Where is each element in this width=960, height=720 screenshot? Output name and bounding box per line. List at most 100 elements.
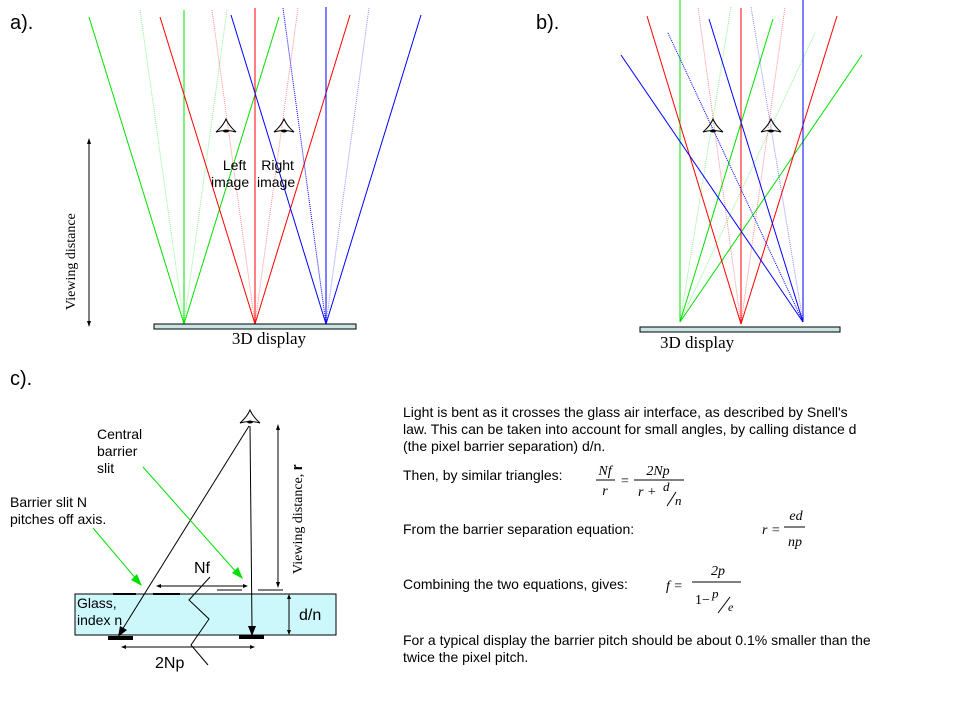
equation-similar-triangles: Nf r = 2Np r + d n [596,464,684,508]
equation-barrier-separation: r = ed np [762,509,805,550]
panel-a-ray-g [88,16,185,325]
panel-b-ray-b [750,6,804,323]
panel-a-ray-g [183,9,228,325]
panel-b-rays [620,0,863,325]
glass-label-line2: index n [77,612,123,628]
left-eye-icon [215,117,237,133]
eq1-lhs-numerator: Nf [597,464,613,479]
central-slit-pointer [142,466,238,574]
panel-b-ray-b [708,18,804,323]
panel-a-ray-r [159,16,256,325]
two-np-label: 2Np [155,655,185,672]
arrowhead-down-icon [87,321,91,327]
panel-b-ray-r [646,15,742,325]
similar-triangles-text: Then, by similar triangles: [403,467,563,483]
arrowhead-left-icon [121,645,126,649]
off-axis-slit-label-line1: Barrier slit N [10,494,88,510]
right-image-label-line1: Right [261,157,294,173]
central-slit-label-line3: slit [97,460,115,476]
barrier-separation-text: From the barrier separation equation: [403,521,635,537]
panel-a-ray-b [325,14,422,325]
panel-b-right-eye-icon [760,117,782,133]
panel-b-ray-b [620,54,804,323]
left-image-label-line2: image [211,174,250,190]
eq3-den-b: p [711,586,719,601]
combining-text: Combining the two equations, gives: [403,576,628,592]
central-slit-label-line1: Central [97,426,143,442]
off-axis-slit-label: Barrier slit N pitches off axis. [10,494,106,528]
intro-paragraph: Light is bent as it crosses the glass ai… [403,404,857,454]
glass-label-line1: Glass, [77,595,117,611]
panel-a-ray-b [230,14,327,325]
off-axis-ray-arrowhead-icon [118,626,127,637]
panel-b-ray-g [679,32,816,323]
arrowhead-right-icon [243,584,248,588]
panel-b-ray-r [740,15,838,325]
nf-label: Nf [194,560,210,577]
viewer-eye-icon [239,408,261,424]
panel-b-ray-r [740,6,786,325]
eq3-den-a: 1− [695,593,710,608]
scale-break-line [188,576,211,666]
arrowhead-right-icon [250,645,255,649]
panel-a-viewing-distance-label: Viewing distance [64,213,79,310]
panel-b-display-label: 3D display [660,333,735,352]
arrowhead-down-icon [287,630,291,635]
eq2-lhs: r = [762,523,780,538]
arrowhead-up-icon [276,424,280,430]
right-image-label-line2: image [257,174,296,190]
arrowhead-up-icon [87,138,91,144]
panel-b-display-bar [639,326,841,333]
eq1-equals: = [621,474,629,489]
glass-label: Glass, index n [77,595,122,629]
panel-c-viewing-distance-label: Viewing distance, r [289,464,306,574]
panel-a-ray-g [183,16,280,325]
right-image-label: Right image [257,157,295,191]
dn-label: d/n [299,607,322,624]
eq3-numerator: 2p [711,564,725,579]
central-ray-arrowhead-icon [248,626,256,636]
panel-a-label: a). [10,12,34,34]
panel-a-rays [88,7,422,325]
off-axis-slit-pointer [92,527,138,581]
green-arrowhead-icon [131,574,142,586]
equation-combined: f = 2p 1− p e [666,564,741,614]
arrowhead-down-icon [276,582,280,588]
pixel-central [239,635,264,639]
central-ray [249,425,253,629]
eq1-rhs-numerator: 2Np [646,464,669,479]
eq3-lhs: f = [666,579,683,594]
left-image-label: Left image [211,157,249,191]
conclusion-paragraph: For a typical display the barrier pitch … [403,632,871,665]
right-eye-icon [273,117,295,133]
glass-block [74,593,337,636]
eq2-denominator: np [788,535,802,550]
central-slit-label-line2: barrier [97,443,138,459]
panel-a-ray-g [139,9,185,325]
left-image-label-line1: Left [222,157,247,173]
panel-b-ray-g [679,18,774,323]
green-arrowhead-icon [232,567,243,579]
panel-a-ray-b [325,7,370,325]
arrowhead-left-icon [156,584,161,588]
central-slit-label: Central barrier slit [97,426,142,477]
panel-b-label: b). [536,12,560,34]
off-axis-slit-label-line2: pitches off axis. [10,511,107,527]
eq1-lhs-denominator: r [602,484,608,499]
pixel-off-axis [108,636,133,640]
panel-a-display-label: 3D display [231,329,307,348]
eq3-den-c: e [728,600,734,614]
panel-a-ray-r [254,14,351,325]
eq1-rhs-den-b: d [663,479,670,494]
panel-c-label: c). [10,368,33,390]
panel-b-left-eye-icon [702,117,724,133]
panel-b-ray-b [667,32,804,323]
panel-b-ray-g [679,54,863,323]
panel-a-ray-r [211,9,256,325]
arrowhead-up-icon [287,594,291,599]
eq1-rhs-den-c: n [675,493,682,508]
off-axis-ray [121,425,250,631]
eq2-numerator: ed [789,509,803,524]
panel-a-display-bar [153,323,357,330]
